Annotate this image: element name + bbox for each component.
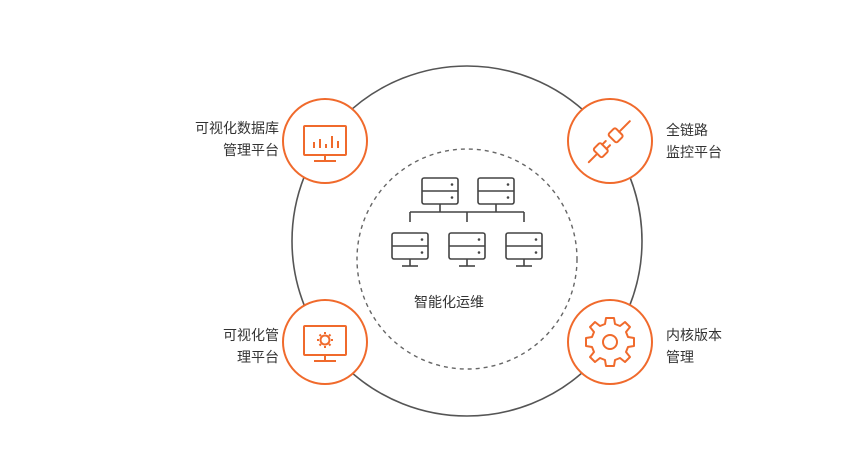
node-kernel-label: 内核版本 管理 [666,325,722,369]
node-kernel-label-line-2: 管理 [666,350,694,366]
node-link-label-line-1: 全链路 [666,123,708,139]
node-mgmt-badge [282,299,368,385]
node-mgmt-label-line-1: 可视化管 [223,328,279,344]
node-db-label: 可视化数据库 管理平台 [155,118,279,162]
node-db-label-line-1: 可视化数据库 [195,121,279,137]
bar-chart-monitor-icon [303,125,347,162]
server-network-icon [391,177,543,267]
node-link-label: 全链路 监控平台 [666,120,722,164]
node-mgmt-label-line-2: 理平台 [237,350,279,366]
node-kernel-badge [567,299,653,385]
plug-connect-icon [587,120,631,164]
center-title: 智能化运维 [414,295,484,311]
node-kernel-label-line-1: 内核版本 [666,328,722,344]
node-db-badge [282,98,368,184]
node-link-label-line-2: 监控平台 [666,145,722,161]
inner-dashed-ring [356,148,578,370]
node-db-label-line-2: 管理平台 [223,143,279,159]
gear-icon [585,317,635,367]
node-mgmt-label: 可视化管 理平台 [155,325,279,369]
gear-monitor-icon [303,325,347,362]
outer-ring [291,65,643,417]
node-link-badge [567,98,653,184]
